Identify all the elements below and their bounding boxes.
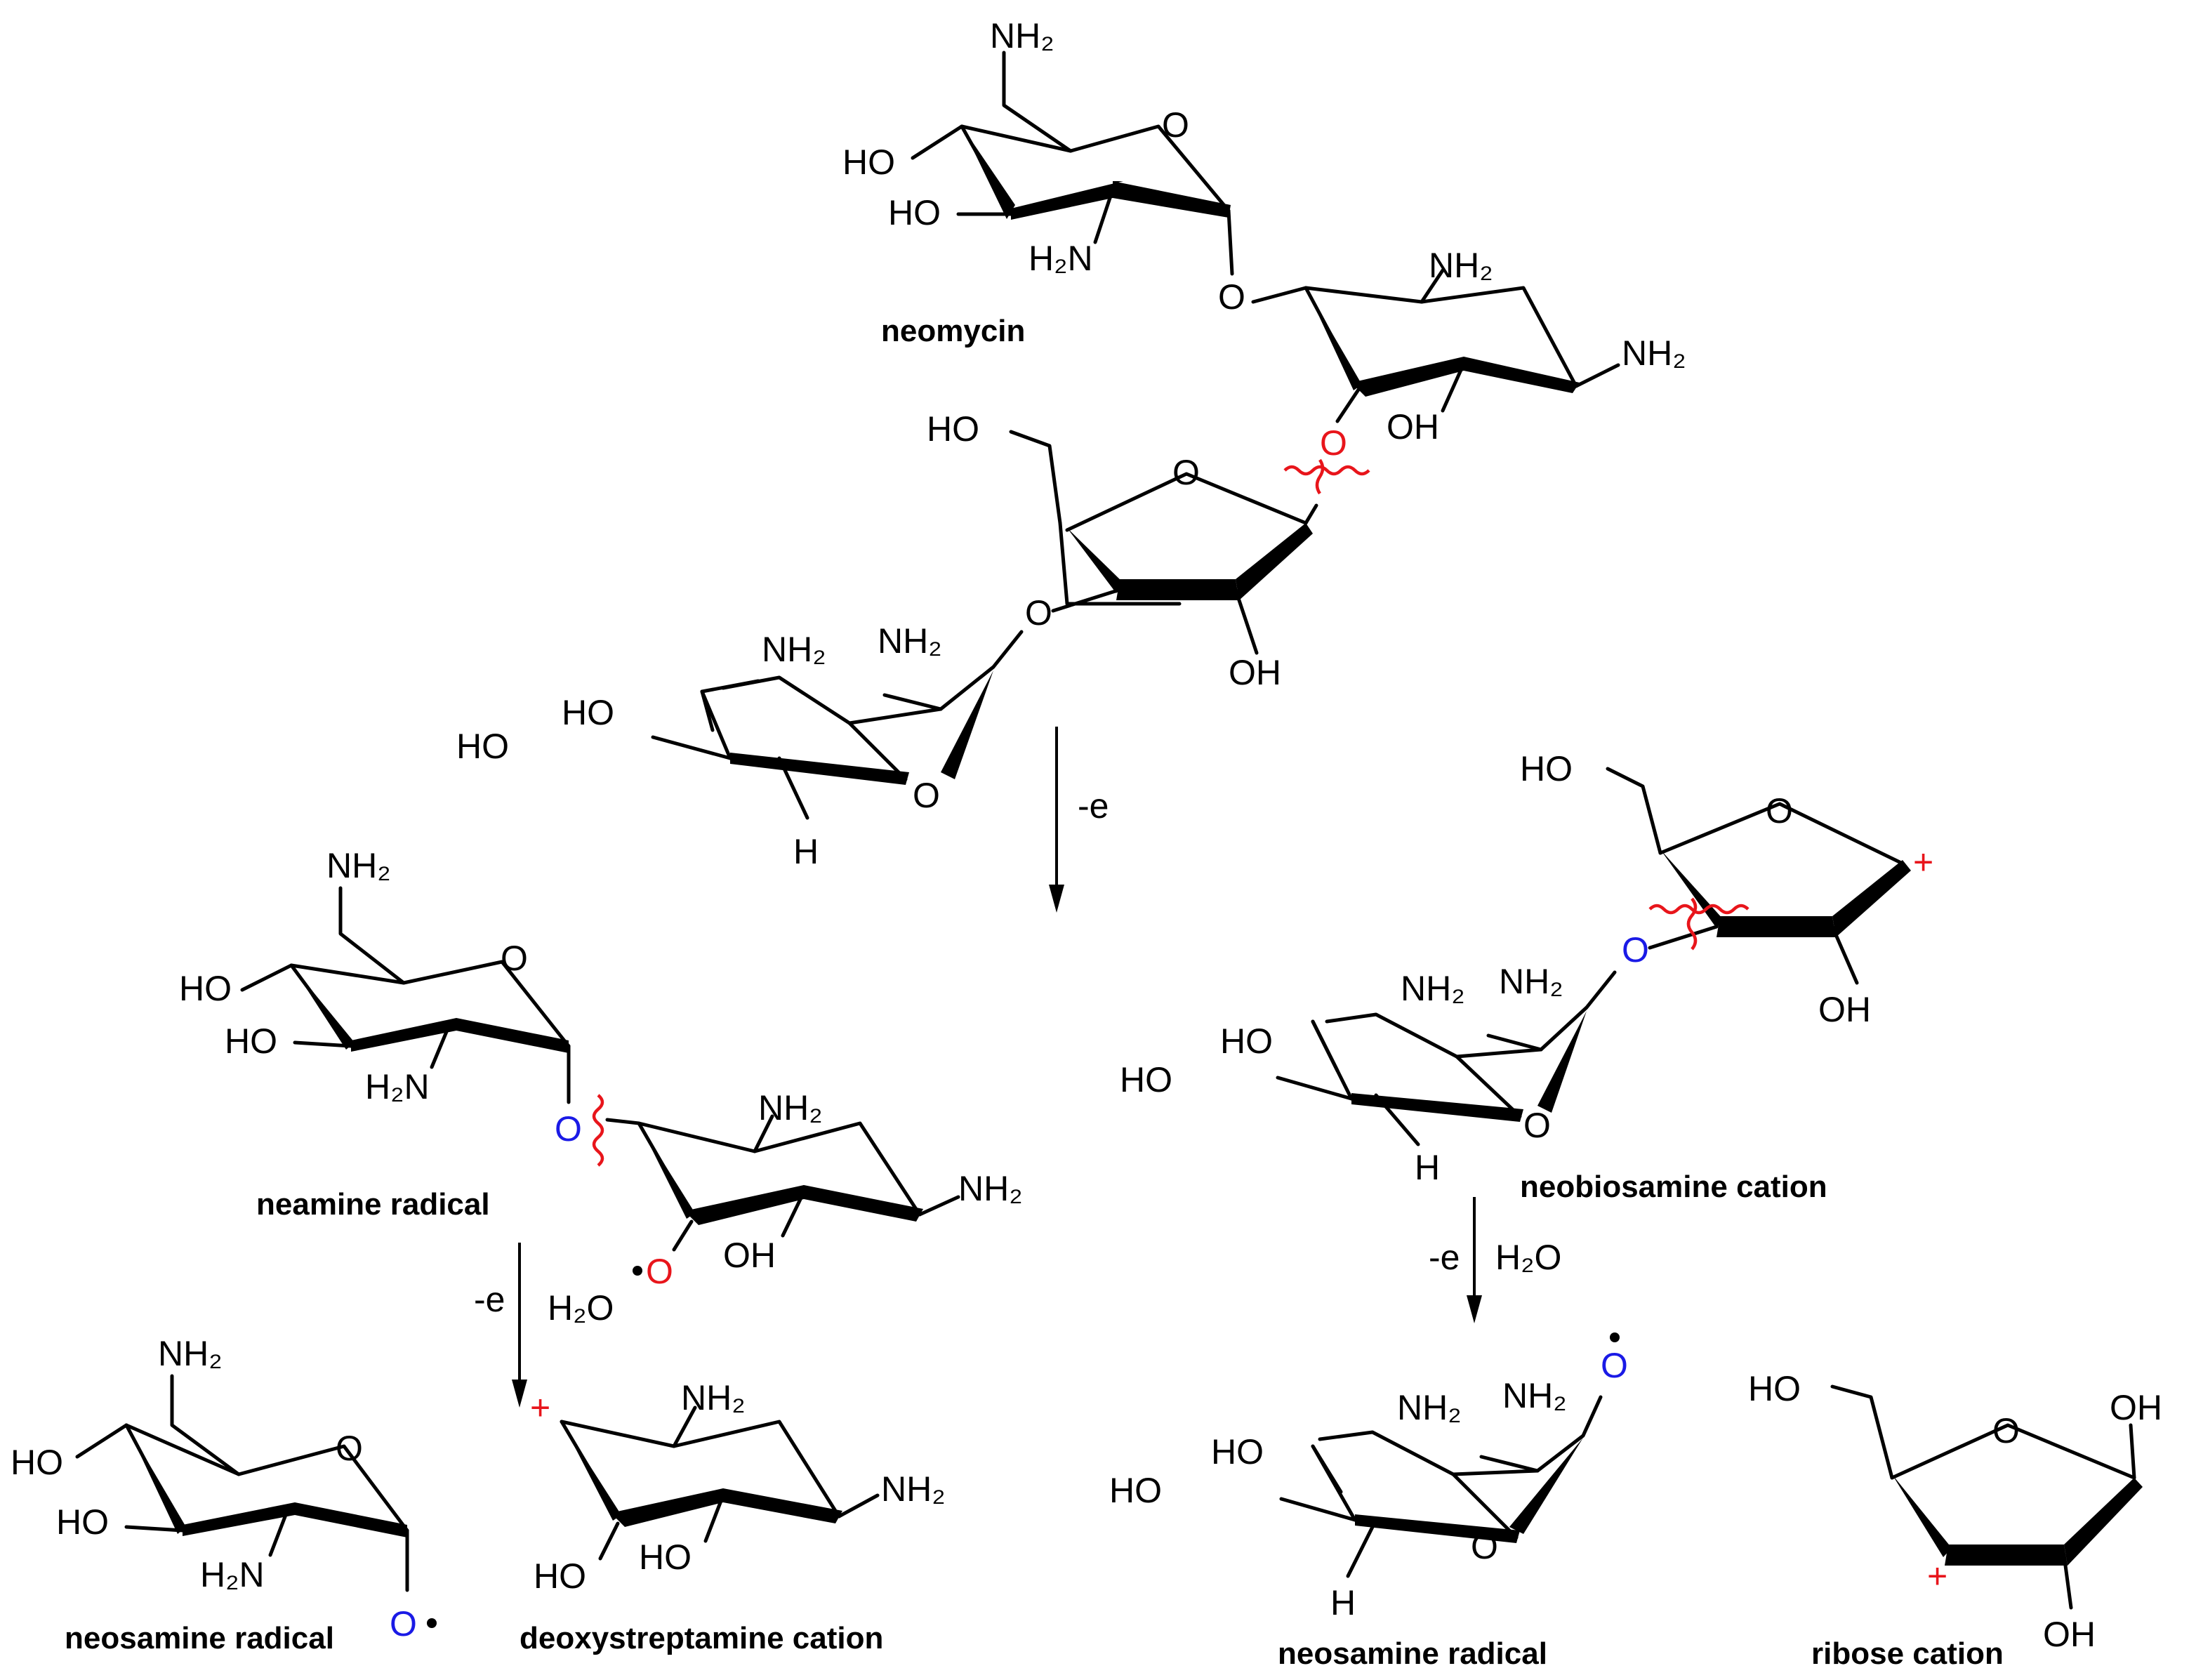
- deoxy-ho-1: HO: [534, 1556, 586, 1596]
- ribose-cation-label: ribose cation: [1811, 1636, 2004, 1671]
- neobio-ho-1: HO: [1220, 1021, 1273, 1061]
- deoxy-plus: +: [530, 1388, 550, 1427]
- neamine-nh2-top: NH₂: [326, 846, 391, 885]
- neobio-plus: +: [1913, 842, 1933, 882]
- ribose-ho: HO: [1748, 1369, 1801, 1408]
- neamine-oh: OH: [723, 1236, 776, 1275]
- neobio-cleavage-mark: [1648, 904, 1749, 915]
- neamine-cleavage-mark: [592, 1094, 604, 1167]
- arrow-2-right-water: H₂O: [1495, 1238, 1561, 1277]
- neosamine-left-ho-1: HO: [11, 1443, 63, 1482]
- neomycin-glycosidic-o-1: O: [1218, 277, 1245, 317]
- neomycin-a-nh2: NH₂: [990, 16, 1054, 55]
- neomycin-ring-a: NH₂ O HO HO H₂N O: [842, 16, 1245, 317]
- ribose-cation-structure: HO O OH + OH: [1748, 1369, 2162, 1654]
- neosamine-right-h: H: [1330, 1583, 1356, 1622]
- neamine-blue-o: O: [555, 1109, 582, 1149]
- ribose-ring-o: O: [1992, 1411, 2020, 1450]
- neosamine-right-radical-dot: [1610, 1332, 1620, 1342]
- arrow-2-left-reagent: -e: [474, 1280, 505, 1319]
- neobio-oh: OH: [1818, 990, 1871, 1029]
- neomycin-structure: NH₂ O HO HO H₂N O neomycin NH₂ NH₂ OH O: [456, 16, 1686, 871]
- ribose-plus: +: [1927, 1556, 1947, 1596]
- reaction-arrow-2-right: -e H₂O: [1429, 1197, 1561, 1323]
- deoxy-nh2-1: NH₂: [681, 1378, 746, 1417]
- neomycin-label: neomycin: [881, 314, 1025, 348]
- neomycin-ring-c: HO O OH O: [927, 409, 1318, 692]
- ribose-oh-2: OH: [2043, 1615, 2096, 1654]
- neosamine-left-blue-o: O: [390, 1604, 417, 1643]
- neomycin-d-ho-2: HO: [456, 727, 509, 766]
- neomycin-b-oh: OH: [1387, 407, 1439, 447]
- neamine-ho-2: HO: [225, 1021, 277, 1061]
- neobio-ring-o: O: [1523, 1106, 1551, 1145]
- neosamine-radical-left-label: neosamine radical: [65, 1621, 334, 1655]
- deoxystreptamine-cation-label: deoxystreptamine cation: [520, 1621, 883, 1655]
- arrow-2-right-electron: -e: [1429, 1238, 1460, 1277]
- neosamine-left-ring-o: O: [336, 1429, 363, 1468]
- neobio-ribose-o: O: [1766, 791, 1793, 831]
- deoxy-ho-2: HO: [639, 1537, 692, 1577]
- neomycin-cleaved-o-red: O: [1320, 423, 1347, 463]
- neosamine-radical-right-label: neosamine radical: [1278, 1636, 1547, 1671]
- neomycin-d-nh2-1: NH₂: [762, 630, 826, 669]
- neamine-water: H₂O: [548, 1288, 614, 1328]
- neosamine-right-nh2-2: NH₂: [1502, 1376, 1567, 1415]
- neomycin-cleavage-mark-1b: [1315, 458, 1325, 495]
- neosamine-right-ring-o: O: [1471, 1527, 1498, 1566]
- neobio-h: H: [1415, 1148, 1440, 1187]
- neosamine-left-h2n: H₂N: [200, 1555, 265, 1594]
- neamine-radical-dot: [633, 1266, 642, 1276]
- neosamine-left-ho-2: HO: [56, 1502, 109, 1542]
- neomycin-c-ring-o: O: [1172, 453, 1200, 492]
- neobio-cleavage-mark-b: [1686, 897, 1698, 951]
- neamine-radical-structure: NH₂ O HO HO H₂N O NH₂ NH₂ OH O H₂O: [179, 846, 1023, 1328]
- neomycin-a-ring-o: O: [1162, 105, 1189, 145]
- neosamine-right-nh2-1: NH₂: [1397, 1388, 1462, 1427]
- neosamine-radical-right-structure: NH₂ NH₂ O HO HO O H: [1109, 1332, 1628, 1622]
- neamine-nh2-1: NH₂: [758, 1088, 823, 1127]
- neomycin-a-h2n: H₂N: [1028, 239, 1093, 278]
- neomycin-ring-b: NH₂ NH₂ OH O: [1251, 246, 1686, 495]
- neamine-ho-1: HO: [179, 969, 232, 1008]
- reaction-arrow-1: -e: [1049, 727, 1109, 913]
- neomycin-cleavage-mark-1: [1283, 465, 1370, 476]
- deoxystreptamine-cation-structure: + NH₂ NH₂ HO HO: [530, 1378, 946, 1596]
- neobio-nh2-2: NH₂: [1499, 962, 1563, 1001]
- deoxy-nh2-2: NH₂: [881, 1469, 946, 1509]
- neobio-blue-o: O: [1622, 930, 1649, 970]
- ribose-oh-1: OH: [2110, 1388, 2162, 1427]
- arrow-1-reagent: -e: [1078, 786, 1109, 826]
- neosamine-right-ho-1: HO: [1211, 1432, 1264, 1471]
- neomycin-c-ho: HO: [927, 409, 979, 449]
- neomycin-a-ho-2: HO: [888, 193, 941, 232]
- neamine-radical-label: neamine radical: [256, 1187, 490, 1222]
- neosamine-right-blue-o: O: [1601, 1346, 1628, 1385]
- neosamine-right-ho-2: HO: [1109, 1471, 1162, 1510]
- neosamine-radical-left-structure: NH₂ O HO HO H₂N O: [11, 1334, 437, 1643]
- neobio-ho: HO: [1520, 749, 1573, 788]
- reaction-arrow-2-left: -e: [474, 1243, 527, 1408]
- neomycin-b-nh2-1: NH₂: [1429, 246, 1493, 285]
- neomycin-a-ho-1: HO: [842, 143, 895, 182]
- neosamine-left-radical-dot: [427, 1618, 437, 1628]
- neobiosamine-cation-label: neobiosamine cation: [1520, 1170, 1827, 1204]
- neobio-ho-2: HO: [1120, 1060, 1172, 1099]
- neomycin-d-nh2-2: NH₂: [878, 621, 942, 661]
- neamine-ring-o: O: [501, 939, 528, 978]
- neamine-red-o: O: [646, 1252, 673, 1291]
- neomycin-b-nh2-2: NH₂: [1622, 333, 1686, 373]
- neomycin-d-ho-1: HO: [562, 693, 614, 732]
- neomycin-c-oh: OH: [1229, 653, 1281, 692]
- neomycin-glycosidic-o-2: O: [1025, 593, 1052, 633]
- neobio-nh2-1: NH₂: [1401, 969, 1465, 1008]
- neosamine-left-nh2: NH₂: [158, 1334, 223, 1373]
- neamine-h2n: H₂N: [365, 1067, 430, 1106]
- neomycin-d-ring-o: O: [913, 776, 940, 815]
- neomycin-d-h: H: [793, 832, 819, 871]
- neomycin-ring-d: NH₂ NH₂ HO HO O H: [456, 621, 1024, 871]
- neobiosamine-cation-structure: HO O + OH O NH₂ NH₂ HO HO O H: [1120, 749, 1933, 1187]
- neamine-nh2-2: NH₂: [958, 1169, 1023, 1208]
